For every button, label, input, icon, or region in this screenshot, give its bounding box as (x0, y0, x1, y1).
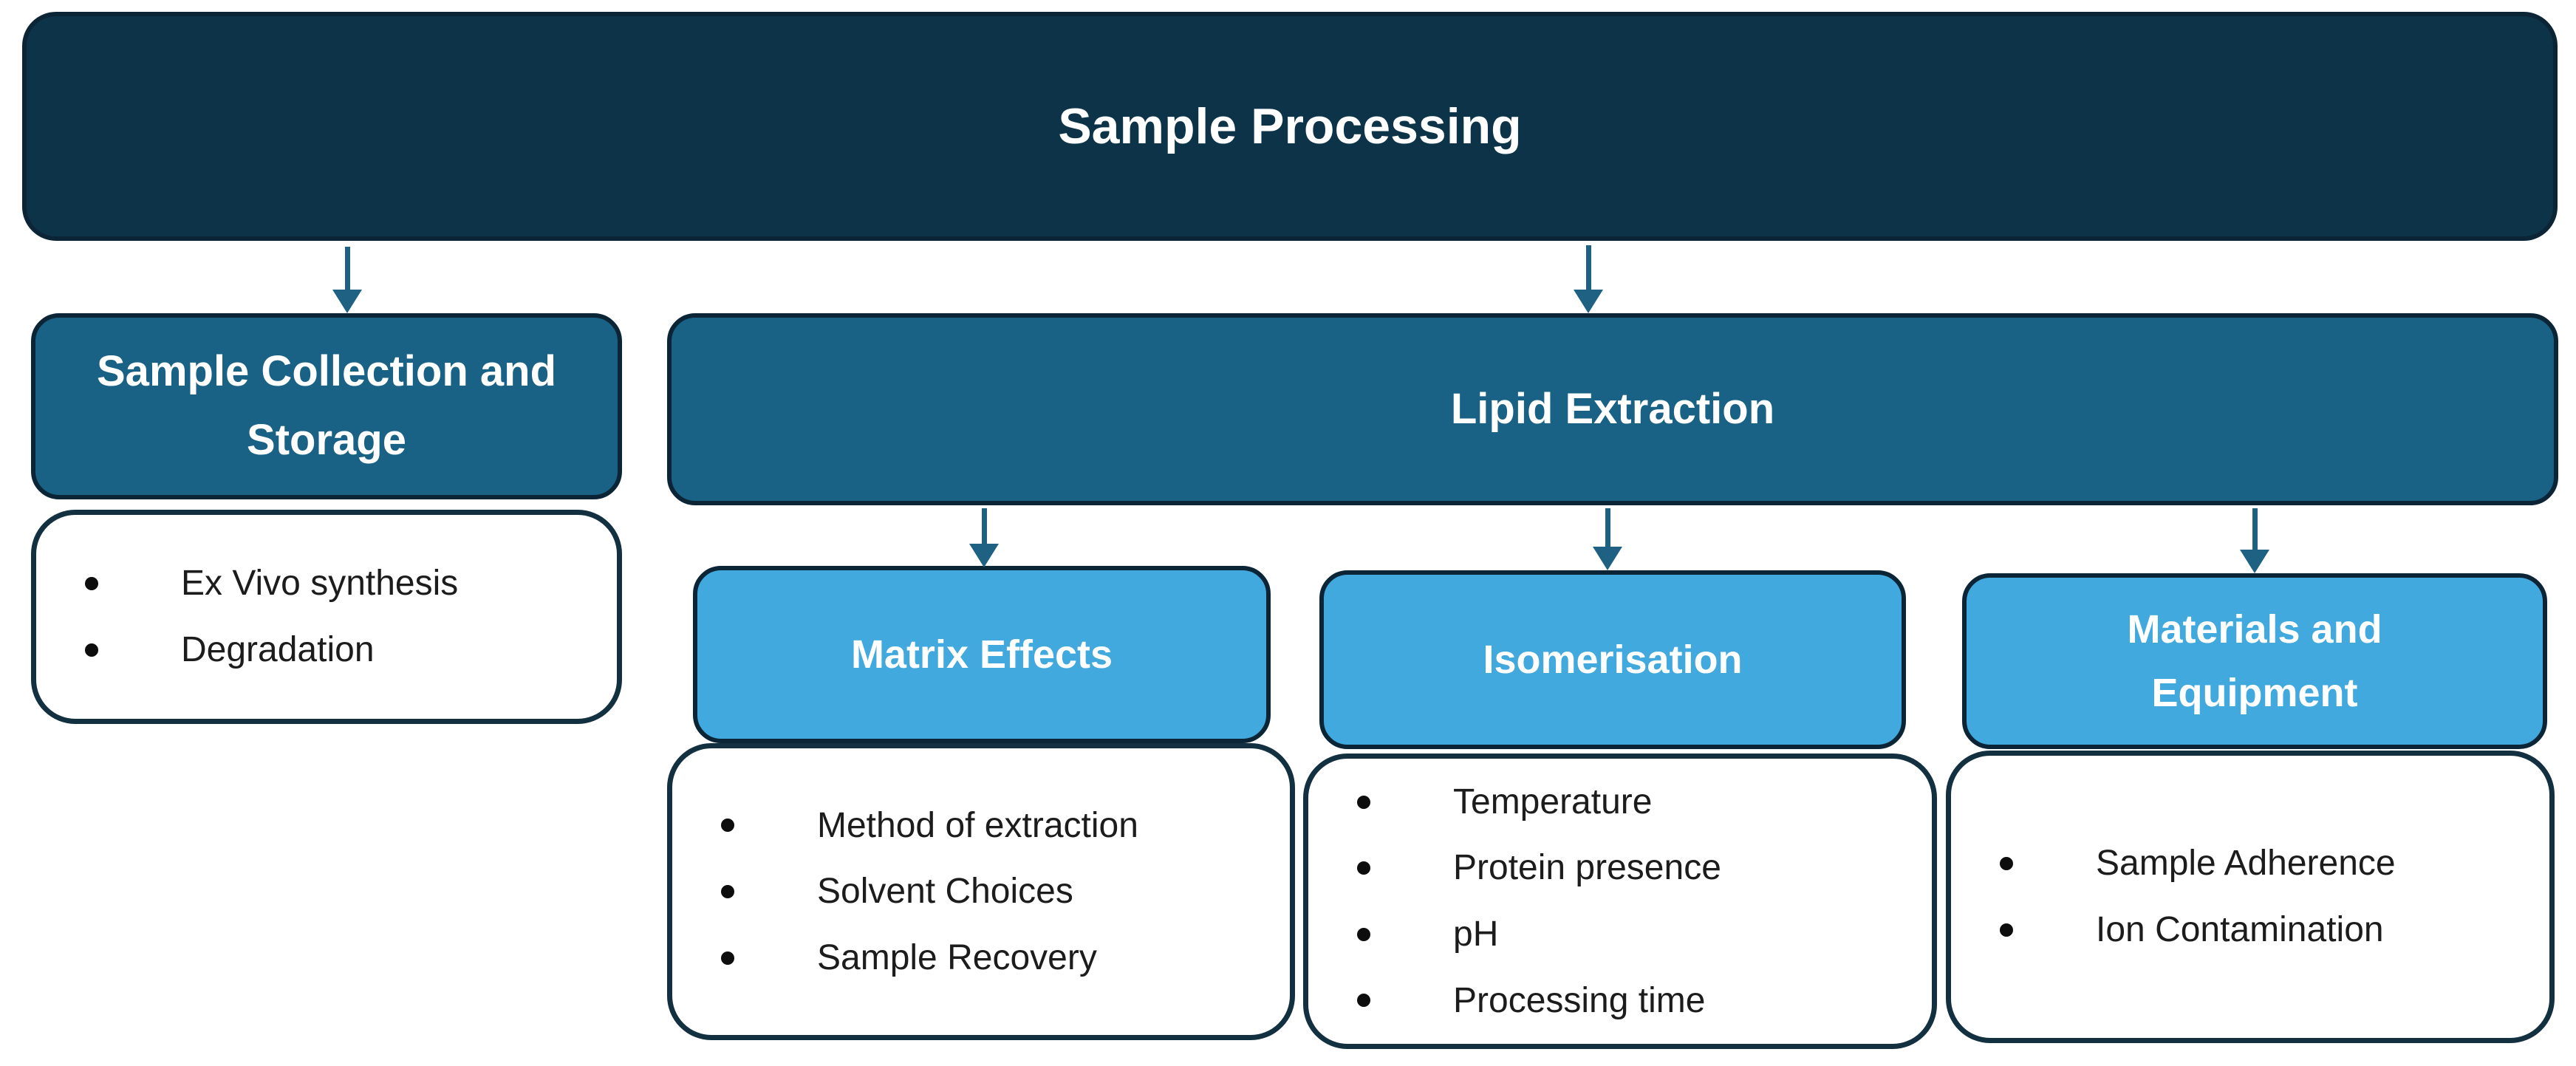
node-matrix-effects: Matrix Effects (693, 566, 1271, 743)
list-item: Temperature (1357, 781, 1910, 824)
detail-matrix-effects: Method of extraction Solvent Choices Sam… (667, 743, 1295, 1040)
list-item-text: Processing time (1453, 980, 1706, 1020)
node-materials-label: Materials and Equipment (2127, 607, 2382, 715)
arrow-root-to-lipid (1574, 245, 1603, 313)
bullet-icon (1357, 994, 1370, 1008)
bullet-icon (85, 643, 98, 657)
detail-materials-and-equipment: Sample Adherence Ion Contamination (1946, 751, 2555, 1043)
bullet-icon (2000, 923, 2013, 937)
list-item: Method of extraction (721, 804, 1268, 847)
list-item-text: Degradation (181, 630, 375, 669)
bullet-icon (1357, 795, 1370, 809)
arrow-lipid-to-matrix (969, 508, 999, 567)
list-item-text: pH (1453, 915, 1499, 954)
bullet-icon (2000, 857, 2013, 871)
node-lipid-extraction-label: Lipid Extraction (1450, 384, 1775, 433)
detail-sample-collection: Ex Vivo synthesis Degradation (31, 510, 622, 724)
list-item: Solvent Choices (721, 870, 1268, 913)
bullet-list: Method of extraction Solvent Choices Sam… (672, 748, 1290, 1035)
bullet-icon (721, 885, 734, 898)
list-item-text: Sample Recovery (817, 937, 1097, 977)
arrow-head-icon (332, 290, 362, 313)
arrow-root-to-collection (332, 247, 362, 313)
node-materials-and-equipment: Materials and Equipment (1962, 573, 2547, 749)
bullet-list: Ex Vivo synthesis Degradation (36, 515, 617, 719)
arrow-stem (1605, 508, 1610, 547)
list-item: Ex Vivo synthesis (85, 562, 595, 605)
list-item-text: Ion Contamination (2096, 910, 2384, 949)
list-item-text: Ex Vivo synthesis (181, 564, 459, 604)
list-item: Sample Adherence (2000, 842, 2527, 885)
list-item: Sample Recovery (721, 937, 1268, 980)
node-isomerisation-label: Isomerisation (1483, 637, 1743, 682)
list-item: pH (1357, 913, 1910, 956)
node-sample-collection-and-storage: Sample Collection and Storage (31, 313, 622, 499)
node-lipid-extraction: Lipid Extraction (667, 313, 2558, 505)
bullet-list: Sample Adherence Ion Contamination (1951, 756, 2549, 1038)
list-item: Protein presence (1357, 847, 1910, 889)
list-item: Ion Contamination (2000, 909, 2527, 951)
node-isomerisation: Isomerisation (1319, 570, 1906, 749)
bullet-icon (1357, 861, 1370, 875)
list-item: Processing time (1357, 980, 1910, 1022)
arrow-lipid-to-materials (2240, 508, 2269, 573)
arrow-head-icon (969, 544, 999, 567)
node-matrix-effects-label: Matrix Effects (850, 632, 1113, 677)
node-sample-processing: Sample Processing (22, 12, 2558, 241)
arrow-head-icon (1574, 290, 1603, 313)
list-item-text: Sample Adherence (2096, 844, 2396, 884)
bullet-icon (721, 951, 734, 965)
arrow-stem (1585, 245, 1591, 290)
bullet-icon (85, 577, 98, 591)
list-item-text: Method of extraction (817, 805, 1138, 845)
arrow-stem (2252, 508, 2258, 550)
list-item-text: Temperature (1453, 782, 1653, 821)
arrow-stem (344, 247, 350, 290)
bullet-icon (1357, 927, 1370, 941)
bullet-icon (721, 819, 734, 833)
node-sample-processing-label: Sample Processing (1058, 98, 1522, 154)
list-item: Degradation (85, 629, 595, 672)
detail-isomerisation: Temperature Protein presence pH Processi… (1303, 754, 1937, 1049)
arrow-head-icon (1593, 547, 1622, 570)
list-item-text: Protein presence (1453, 848, 1721, 888)
bullet-list: Temperature Protein presence pH Processi… (1308, 759, 1932, 1044)
arrow-stem (981, 508, 987, 544)
node-sample-collection-label: Sample Collection and Storage (97, 347, 556, 464)
list-item-text: Solvent Choices (817, 872, 1073, 912)
arrow-lipid-to-isomerisation (1593, 508, 1622, 570)
arrow-head-icon (2240, 550, 2269, 573)
